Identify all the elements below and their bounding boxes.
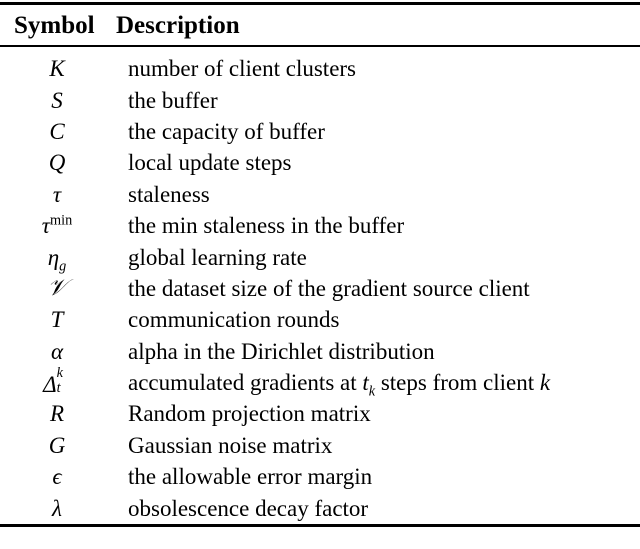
table-body: K number of client clusters S the buffer… — [0, 47, 640, 524]
table-row: ϵ the allowable error margin — [0, 461, 640, 492]
symbol-cell: K — [49, 56, 65, 82]
description-cell: number of client clusters — [128, 56, 357, 82]
table-header-rule — [0, 45, 640, 47]
symbol-cell: α — [50, 338, 64, 364]
symbol-cell: τmin — [0, 212, 114, 239]
description-cell: staleness — [128, 181, 210, 207]
delta-superscript-k: k — [56, 364, 63, 381]
description-cell: the buffer — [128, 87, 218, 113]
description-cell: obsolescence decay factor — [128, 495, 369, 521]
table-row: C the capacity of buffer — [0, 116, 640, 147]
description-cell: the allowable error margin — [128, 464, 373, 490]
symbol-cell: S — [51, 87, 63, 113]
desc-text-pre: accumulated gradients at — [128, 370, 363, 396]
description-cell: local update steps — [128, 150, 292, 176]
description-cell: Gaussian noise matrix — [128, 432, 333, 458]
table-row: Q local update steps — [0, 147, 640, 178]
tau-min-superscript: min — [50, 212, 73, 229]
inline-math-t-subscript: k — [368, 383, 376, 400]
table-row: τ staleness — [0, 179, 640, 210]
column-header-symbol: Symbol — [14, 11, 95, 39]
symbol-cell: ηg — [0, 244, 114, 274]
desc-text-mid: steps from client — [375, 370, 540, 396]
eta-glyph: η — [47, 244, 60, 270]
table-row: λ obsolescence decay factor — [0, 492, 640, 523]
symbol-cell: C — [49, 118, 65, 144]
symbol-cell: T — [50, 307, 64, 333]
description-cell: Random projection matrix — [128, 401, 371, 427]
description-cell: communication rounds — [128, 307, 340, 333]
symbol-cell: λ — [52, 495, 62, 521]
delta-glyph: Δ — [43, 372, 57, 398]
inline-math-k: k — [539, 370, 551, 396]
table-row: K number of client clusters — [0, 53, 640, 84]
description-cell: alpha in the Dirichlet distribution — [128, 338, 435, 364]
symbol-cell: R — [49, 401, 65, 427]
table-row: τmin the min staleness in the buffer — [0, 210, 640, 241]
symbol-cell: 𝒱 — [47, 274, 67, 301]
delta-subscript-t: t — [56, 379, 61, 396]
description-cell: the min staleness in the buffer — [128, 213, 405, 239]
table-header-row: Symbol Description — [0, 5, 640, 45]
description-cell: global learning rate — [128, 244, 307, 270]
symbol-cell: G — [48, 432, 66, 458]
symbol-cell: τ — [52, 181, 62, 207]
eta-subscript: g — [59, 258, 67, 275]
table-row: α alpha in the Dirichlet distribution — [0, 336, 640, 367]
symbol-cell: ϵ — [52, 464, 62, 490]
table-row: G Gaussian noise matrix — [0, 430, 640, 461]
description-cell: the capacity of buffer — [128, 118, 325, 144]
column-header-description: Description — [116, 11, 240, 39]
inline-math-t: t — [362, 370, 369, 396]
table-bottom-rule — [0, 523, 640, 527]
description-cell: accumulated gradients at tk steps from c… — [114, 370, 551, 399]
tau-glyph: τ — [41, 213, 51, 239]
table-row: R Random projection matrix — [0, 398, 640, 429]
symbol-cell: Q — [48, 150, 66, 176]
table-row: 𝒱 the dataset size of the gradient sourc… — [0, 273, 640, 304]
table-row: T communication rounds — [0, 304, 640, 335]
table-row: ηg global learning rate — [0, 241, 640, 274]
table-top-rule — [0, 2, 640, 5]
table-row: S the buffer — [0, 84, 640, 115]
description-cell: the dataset size of the gradient source … — [128, 275, 530, 301]
